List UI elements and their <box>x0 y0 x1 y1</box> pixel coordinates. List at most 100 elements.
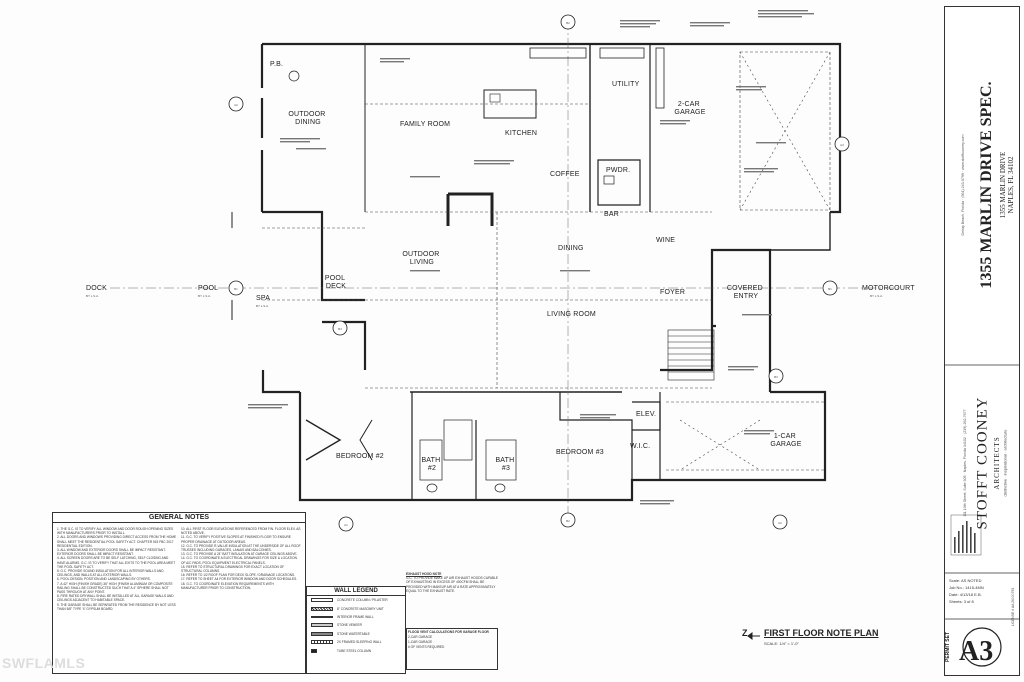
job-value: 1415-4MN <box>965 585 984 590</box>
room-bath-2-line2: #2 <box>428 465 436 472</box>
legend-swatch <box>311 640 333 645</box>
label-pool-by: BY L.S.A. <box>198 294 211 298</box>
room-family-room: FAMILY ROOM <box>400 121 450 128</box>
firm-logo-area: STOFFT COONEY ARCHITECTS distinctive · i… <box>953 371 1013 567</box>
svg-text:B3: B3 <box>774 375 778 379</box>
exhaust-hood-note: EXHAUST HOOD NOTE G.C. TO PROVIDE MAKE U… <box>406 572 500 593</box>
room-covered-entry-line1: COVERED <box>727 285 763 292</box>
date-label: Date: <box>949 592 959 597</box>
room-outdoor-living-line2: LIVING <box>410 259 434 266</box>
room-pb: P.B. <box>270 61 283 68</box>
room-wine: WINE <box>656 237 675 244</box>
exhaust-hood-text: G.C. TO PROVIDE MAKE UP AIR EXHAUST HOOD… <box>406 576 498 593</box>
room-1-car-garage-line1: 1-CAR <box>774 433 796 440</box>
room-bath-2-line1: BATH <box>421 457 440 464</box>
general-notes-title: GENERAL NOTES <box>53 513 305 523</box>
legend-item: STONE VENEER <box>307 621 405 629</box>
general-notes-panel: GENERAL NOTES 1. THE G.C. IS TO VERIFY A… <box>52 512 306 674</box>
sheet-info-table: Scale: AS NOTED Job No.: 1415-4MN Date: … <box>949 577 1015 605</box>
room-2-car-garage-line2: GARAGE <box>674 109 705 116</box>
room-outdoor-living: OUTDOOR LIVING <box>402 251 441 266</box>
date-row: Date: 4/13/18 E.B. <box>949 591 1015 598</box>
room-1-car-garage-line2: GARAGE <box>770 441 801 448</box>
project-title-area: 1355 MARLIN DRIVE SPEC. 1355 MARLIN DRIV… <box>953 15 1015 355</box>
firm-address: 111 10th Street, Suite 305 · Naples, Flo… <box>963 409 967 517</box>
flood-vent-row: 2-CAR GARAGE <box>408 635 433 639</box>
flood-vent-row: 1-CAR GARAGE <box>408 640 433 644</box>
room-living-room: LIVING ROOM <box>547 311 596 318</box>
room-wic: W.I.C. <box>630 443 650 450</box>
room-bar: BAR <box>604 211 619 218</box>
legend-item: STONE WATERTABLE <box>307 630 405 638</box>
legend-label: STONE WATERTABLE <box>337 631 370 636</box>
exhaust-hood-title: EXHAUST HOOD NOTE <box>406 572 442 576</box>
room-2-car-garage: 2-CAR GARAGE <box>674 101 705 116</box>
flood-vent-row: # OF VENTS REQUIRED <box>408 645 445 649</box>
label-motorcourt-by: BY L.S.A. <box>870 294 883 298</box>
scale-row: Scale: AS NOTED <box>949 577 1015 584</box>
firm-address-line-2: Delray Beach, Florida · (561) 243-0799 ·… <box>961 134 965 236</box>
legend-label: 8" CONCRETE MASONRY UNIT <box>337 606 384 611</box>
project-address: 1355 MARLIN DRIVE <box>999 151 1007 219</box>
drawn-value: E.B. <box>974 592 982 597</box>
job-label: Job No.: <box>949 585 964 590</box>
svg-text:A2: A2 <box>778 521 782 525</box>
job-row: Job No.: 1415-4MN <box>949 584 1015 591</box>
label-spa: SPA <box>256 295 270 302</box>
room-bedroom-2: BEDROOM #2 <box>336 453 384 460</box>
label-pool: POOL <box>198 285 218 292</box>
room-elev: ELEV. <box>636 411 656 418</box>
label-spa-by: BY L.S.A. <box>256 304 269 308</box>
license-label: LICENSE # AA 26000793 <box>1011 587 1015 627</box>
legend-label: TUBE STEEL COLUMN <box>337 648 372 653</box>
label-dock-by: BY L.S.A. <box>86 294 99 298</box>
room-utility: UTILITY <box>612 81 640 88</box>
room-pool-deck: POOL DECK <box>325 275 347 290</box>
flood-vent-box: FLOOD VENT CALCULATIONS FOR GARAGE FLOOR… <box>406 628 498 670</box>
room-kitchen: KITCHEN <box>505 130 537 137</box>
legend-label: 2X FRAMED SLEEPING WALL <box>337 640 382 645</box>
room-foyer: FOYER <box>660 289 685 296</box>
svg-text:B1: B1 <box>234 287 238 291</box>
room-bath-3-line1: BATH <box>495 457 514 464</box>
floor-plan: A2 A3 B1 B1 B2 B4 B2 A1 B3 A2 P. <box>86 10 915 640</box>
legend-swatch <box>311 606 333 611</box>
legend-label: INTERIOR FRAME WALL <box>337 614 374 619</box>
watermark: SWFLAMLS <box>2 655 86 671</box>
svg-text:B2: B2 <box>566 519 570 523</box>
room-pool-deck-line1: POOL <box>325 275 345 282</box>
room-bedroom-3: BEDROOM #3 <box>556 449 604 456</box>
label-dock: DOCK <box>86 285 107 292</box>
room-covered-entry: COVERED ENTRY <box>727 285 765 300</box>
svg-text:A1: A1 <box>344 523 348 527</box>
legend-label: CONCRETE COLUMN / PILASTER <box>337 598 388 603</box>
firm-sub: ARCHITECTS <box>993 436 1001 490</box>
general-notes-column-1: 1. THE G.C. IS TO VERIFY ALL WINDOW AND … <box>57 527 177 611</box>
room-coffee: COFFEE <box>550 171 580 178</box>
legend-label: STONE VENEER <box>337 623 362 628</box>
legend-item: 2X FRAMED SLEEPING WALL <box>307 638 405 646</box>
room-dining: DINING <box>558 245 584 252</box>
sheets-label: Sheets: <box>949 599 963 604</box>
room-bath-3-line2: #3 <box>502 465 510 472</box>
sheet-number: A3 <box>959 636 994 667</box>
legend-swatch <box>311 623 333 628</box>
legend-item: TUBE STEEL COLUMN <box>307 646 405 654</box>
room-covered-entry-line2: ENTRY <box>734 293 759 300</box>
wall-legend-title: WALL LEGEND <box>307 587 405 596</box>
room-outdoor-dining: OUTDOOR DINING <box>288 111 327 126</box>
scale-label: Scale: <box>949 578 961 583</box>
wall-legend: WALL LEGEND CONCRETE COLUMN / PILASTER 8… <box>306 586 406 674</box>
permit-set-label: PERMIT SET <box>945 631 952 663</box>
room-outdoor-dining-line2: DINING <box>295 119 321 126</box>
legend-item: INTERIOR FRAME WALL <box>307 613 405 621</box>
room-1-car-garage: 1-CAR GARAGE <box>770 433 801 448</box>
svg-text:A2: A2 <box>234 103 238 107</box>
date-value: 4/13/18 <box>959 592 974 597</box>
flood-vent-title: FLOOD VENT CALCULATIONS FOR GARAGE FLOOR <box>408 630 489 634</box>
legend-swatch <box>311 631 333 636</box>
svg-text:A3: A3 <box>840 143 844 147</box>
north-arrow-label: Z <box>742 628 748 638</box>
scale-value: AS NOTED <box>961 578 982 583</box>
